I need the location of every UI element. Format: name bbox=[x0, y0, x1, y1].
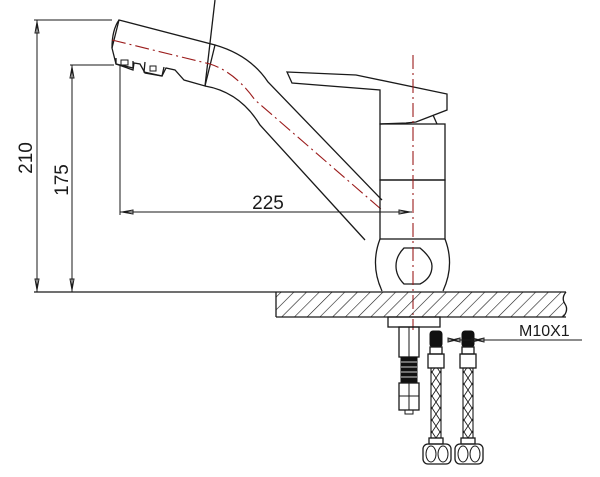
countertop bbox=[34, 291, 568, 318]
thread-callout: M10X1 bbox=[447, 323, 582, 343]
dimension-175: 175 bbox=[52, 64, 114, 292]
supply-hose-left bbox=[422, 330, 452, 465]
spout-centerline bbox=[111, 39, 383, 211]
dimension-225-label: 225 bbox=[252, 193, 284, 214]
base-oval-cutout bbox=[395, 247, 433, 285]
dimension-175-label: 175 bbox=[52, 164, 73, 196]
dimension-225: 225 bbox=[119, 65, 412, 215]
dimension-210: 210 bbox=[16, 19, 112, 293]
spout bbox=[111, 0, 383, 241]
lever-handle bbox=[285, 71, 448, 125]
thread-label: M10X1 bbox=[519, 323, 570, 340]
mounting-stud bbox=[387, 316, 441, 415]
dimension-210-label: 210 bbox=[16, 142, 37, 174]
supply-hose-right bbox=[454, 330, 484, 465]
